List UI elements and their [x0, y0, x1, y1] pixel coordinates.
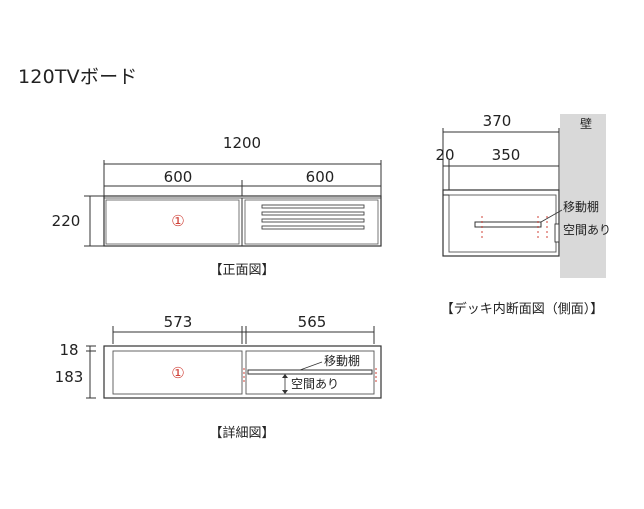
detail-caption: 【詳細図】 — [209, 425, 274, 441]
detail-left-compartment — [112, 350, 243, 395]
detail-right-compartment — [245, 350, 375, 395]
detail-left-width: 573 — [164, 313, 193, 331]
side-shelf-leader — [540, 209, 563, 223]
detail-shelf-label: 移動棚 — [324, 353, 360, 368]
side-caption: 【デッキ内断面図（側面）】 — [441, 301, 604, 317]
louver-slat — [261, 225, 365, 230]
front-left-door — [105, 199, 240, 245]
gap-arrowhead-bottom — [282, 390, 288, 394]
gap-arrowhead-top — [282, 374, 288, 378]
side-shelf-label: 移動棚 — [563, 199, 599, 214]
side-gap-label: 空間あり — [563, 223, 611, 237]
detail-movable-shelf — [247, 369, 373, 375]
front-right-door — [244, 199, 379, 245]
louver-slat — [261, 218, 365, 223]
side-cabinet — [442, 189, 560, 257]
side-total-depth: 370 — [483, 112, 512, 130]
side-gap-bracket — [554, 223, 560, 243]
front-marker-1: ① — [171, 212, 184, 230]
louver-slat — [261, 211, 365, 216]
front-left-width: 600 — [164, 168, 193, 186]
side-section-view: 壁 370 20 350 移動棚 空間あり 【デッキ内断面図（側面）】 — [435, 112, 611, 317]
detail-right-width: 565 — [298, 313, 327, 331]
detail-marker-1: ① — [171, 364, 184, 382]
front-view: 1200 600 600 220 ① 【正面図】 — [52, 134, 382, 278]
side-depth: 350 — [492, 146, 521, 164]
detail-view: 573 565 18 183 ① 移動棚 空間あり 【詳細図】 — [55, 313, 382, 441]
front-caption: 【正面図】 — [209, 263, 274, 278]
side-offset: 20 — [435, 146, 454, 164]
front-right-width: 600 — [306, 168, 335, 186]
detail-gap-label: 空間あり — [291, 377, 339, 391]
wall-label: 壁 — [580, 116, 592, 131]
detail-top-thickness: 18 — [59, 341, 78, 359]
side-movable-shelf — [474, 221, 542, 228]
page-title: 120TVボード — [18, 66, 138, 88]
detail-inner-height: 183 — [55, 368, 84, 386]
shelf-leader-line — [299, 361, 323, 371]
front-height: 220 — [52, 212, 81, 230]
detail-cabinet — [103, 345, 382, 399]
front-total-width: 1200 — [223, 134, 261, 152]
louver-slat — [261, 204, 365, 209]
side-inner — [448, 194, 557, 253]
wall — [560, 114, 606, 278]
